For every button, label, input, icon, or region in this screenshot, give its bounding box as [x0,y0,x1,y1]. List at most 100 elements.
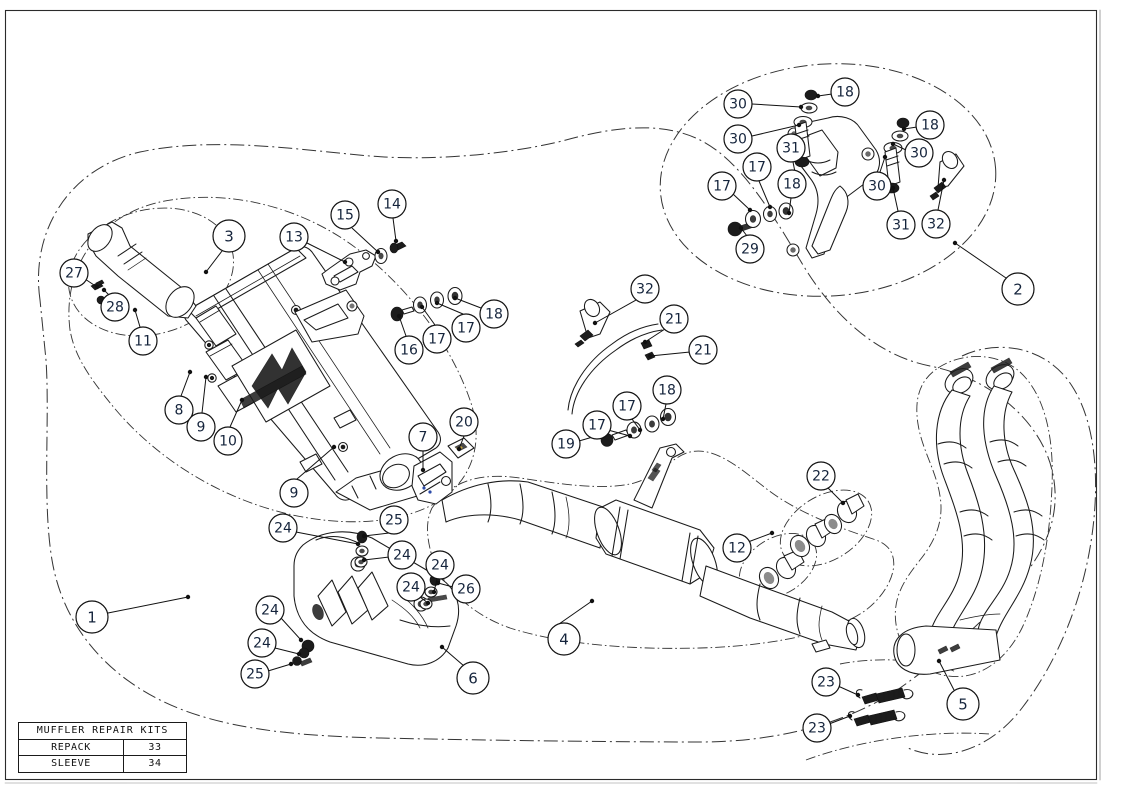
balloon-circle[interactable] [630,274,660,304]
balloon-circle[interactable] [707,171,737,201]
balloon-circle[interactable] [212,219,246,253]
balloon-circle[interactable] [811,667,841,697]
balloon-circle[interactable] [777,169,807,199]
balloon-15[interactable]: 15 [330,200,381,255]
balloon-circle[interactable] [128,326,158,356]
balloon-circle[interactable] [213,426,243,456]
balloon-23[interactable]: 23 [802,713,853,743]
balloon-circle[interactable] [802,713,832,743]
balloon-17[interactable]: 17 [612,391,643,433]
balloon-circle[interactable] [862,171,892,201]
balloon-circle[interactable] [396,572,426,602]
balloon-circle[interactable] [742,152,772,182]
balloon-circle[interactable] [449,407,479,437]
balloon-circle[interactable] [268,513,298,543]
balloon-13[interactable]: 13 [279,222,348,265]
balloon-circle[interactable] [582,410,612,440]
balloon-circle[interactable] [164,395,194,425]
balloon-circle[interactable] [830,77,860,107]
balloon-circle[interactable] [100,292,130,322]
balloon-18[interactable]: 18 [777,169,807,216]
balloon-6[interactable]: 6 [439,644,490,695]
balloon-circle[interactable] [652,375,682,405]
balloon-9[interactable]: 9 [186,374,216,442]
balloon-5[interactable]: 5 [936,658,980,721]
balloon-circle[interactable] [59,258,89,288]
balloon-24[interactable]: 24 [396,572,431,606]
balloon-1[interactable]: 1 [75,594,191,634]
balloon-28[interactable]: 28 [100,287,130,322]
balloon-16[interactable]: 16 [394,313,424,365]
balloon-17[interactable]: 17 [434,300,481,343]
balloon-17[interactable]: 17 [582,410,633,440]
balloon-circle[interactable] [806,461,836,491]
balloon-circle[interactable] [377,189,407,219]
balloon-circle[interactable] [408,422,438,452]
balloon-circle[interactable] [921,209,951,239]
balloon-17[interactable]: 17 [742,152,773,210]
balloon-circle[interactable] [735,234,765,264]
balloon-circle[interactable] [451,574,481,604]
balloon-8[interactable]: 8 [164,369,194,425]
balloon-circle[interactable] [904,138,934,168]
balloon-24[interactable]: 24 [361,540,417,570]
balloon-18[interactable]: 18 [901,110,945,140]
balloon-18[interactable]: 18 [652,375,682,422]
balloon-4[interactable]: 4 [547,598,595,656]
balloon-circle[interactable] [612,391,642,421]
balloon-circle[interactable] [422,324,452,354]
balloon-25[interactable]: 25 [361,505,409,539]
balloon-24[interactable]: 24 [247,628,302,658]
balloon-14[interactable]: 14 [377,189,407,244]
balloon-30[interactable]: 30 [723,89,804,119]
balloon-3[interactable]: 3 [203,219,246,275]
balloon-20[interactable]: 20 [449,407,479,452]
balloon-circle[interactable] [659,304,689,334]
balloon-circle[interactable] [547,622,581,656]
balloon-7[interactable]: 7 [408,422,438,473]
balloon-24[interactable]: 24 [268,513,361,547]
balloon-30[interactable]: 30 [862,154,892,201]
balloon-24[interactable]: 24 [255,595,304,643]
balloon-32[interactable]: 32 [921,177,951,239]
balloon-19[interactable]: 19 [551,429,606,459]
balloon-21[interactable]: 21 [642,304,689,345]
balloon-24[interactable]: 24 [425,550,455,595]
balloon-circle[interactable] [394,335,424,365]
balloon-17[interactable]: 17 [419,304,452,354]
balloon-10[interactable]: 10 [213,397,245,456]
balloon-circle[interactable] [688,335,718,365]
balloon-circle[interactable] [723,89,753,119]
balloon-circle[interactable] [425,550,455,580]
balloon-circle[interactable] [776,133,806,163]
balloon-circle[interactable] [479,299,509,329]
balloon-2[interactable]: 2 [952,240,1035,306]
balloon-circle[interactable] [456,661,490,695]
balloon-circle[interactable] [75,600,109,634]
balloon-30[interactable]: 30 [890,138,934,168]
balloon-32[interactable]: 32 [592,274,660,326]
balloon-9[interactable]: 9 [279,444,337,508]
balloon-27[interactable]: 27 [59,258,100,290]
balloon-25[interactable]: 25 [240,659,294,689]
balloon-29[interactable]: 29 [735,225,765,264]
balloon-circle[interactable] [186,412,216,442]
balloon-circle[interactable] [387,540,417,570]
balloon-12[interactable]: 12 [722,530,775,563]
balloon-17[interactable]: 17 [707,171,753,213]
balloon-layer[interactable]: 1234567891091113141516171718121917171820… [59,77,1035,743]
balloon-circle[interactable] [722,533,752,563]
balloon-circle[interactable] [1001,272,1035,306]
balloon-circle[interactable] [379,505,409,535]
balloon-11[interactable]: 11 [128,307,158,356]
balloon-30[interactable]: 30 [723,122,802,154]
balloon-31[interactable]: 31 [886,185,916,240]
balloon-circle[interactable] [247,628,277,658]
balloon-circle[interactable] [255,595,285,625]
balloon-23[interactable]: 23 [811,667,861,698]
balloon-circle[interactable] [240,659,270,689]
balloon-18[interactable]: 18 [815,77,860,107]
balloon-circle[interactable] [886,210,916,240]
balloon-circle[interactable] [551,429,581,459]
balloon-21[interactable]: 21 [647,335,718,365]
